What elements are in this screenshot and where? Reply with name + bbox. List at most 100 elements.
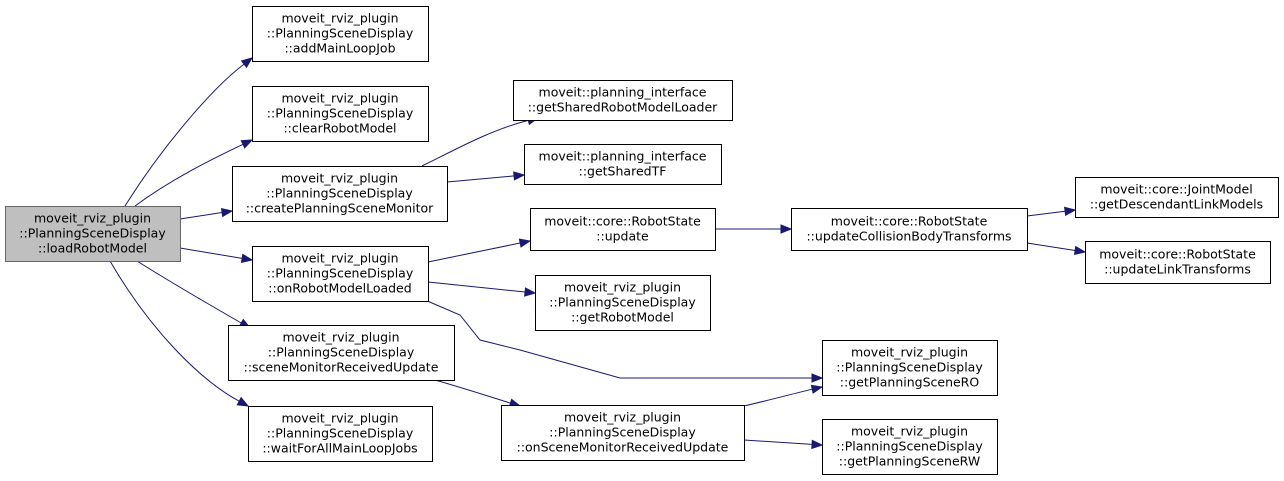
node-box — [530, 208, 716, 251]
node-box — [1075, 177, 1279, 218]
node-label-line: ::PlanningSceneDisplay — [267, 426, 414, 441]
edge-line — [109, 260, 240, 402]
node-getSharedRobotModelLoader[interactable]: moveit::planning_interface::getSharedRob… — [513, 80, 733, 121]
arrowhead — [240, 253, 254, 263]
node-label-line: ::PlanningSceneDisplay — [549, 425, 696, 440]
node-label-line: ::getRobotModel — [571, 310, 674, 325]
edge-createPlanningSceneMonitor-to-getSharedTF — [446, 171, 526, 183]
node-label-line: moveit::core::RobotState — [544, 214, 701, 229]
node-label-line: moveit_rviz_plugin — [851, 345, 968, 360]
node-box — [535, 275, 711, 331]
arrowhead — [220, 207, 234, 218]
node-createPlanningSceneMonitor[interactable]: moveit_rviz_plugin::PlanningSceneDisplay… — [232, 166, 448, 222]
node-onRobotModelLoaded[interactable]: moveit_rviz_plugin::PlanningSceneDisplay… — [252, 246, 429, 302]
arrowhead — [518, 238, 532, 248]
node-label-line: moveit_rviz_plugin — [281, 11, 398, 26]
node-addMainLoopJob[interactable]: moveit_rviz_plugin::PlanningSceneDisplay… — [252, 6, 429, 62]
node-label-line: moveit_rviz_plugin — [281, 91, 398, 106]
edge-line — [124, 63, 245, 207]
node-label-line: moveit_rviz_plugin — [281, 171, 398, 186]
node-getRobotModel[interactable]: moveit_rviz_plugin::PlanningSceneDisplay… — [535, 275, 711, 331]
edge-line — [434, 379, 511, 404]
node-label-line: moveit::planning_interface — [539, 149, 707, 164]
call-nodes: moveit_rviz_plugin::PlanningSceneDisplay… — [5, 6, 1279, 475]
edge-line — [424, 299, 812, 379]
edge-loadRobotModel-to-clearRobotModel — [134, 139, 254, 207]
node-updateCollisionBodyTransforms[interactable]: moveit::core::RobotState::updateCollisio… — [791, 208, 1028, 251]
node-label-line: moveit_rviz_plugin — [851, 424, 968, 439]
arrowhead — [524, 287, 537, 297]
arrowhead — [810, 384, 824, 394]
node-getSharedTF[interactable]: moveit::planning_interface::getSharedTF — [524, 144, 722, 185]
arrowhead — [780, 224, 793, 234]
node-label-line: ::getSharedTF — [579, 164, 667, 179]
node-box — [501, 405, 745, 461]
node-updateLinkTransforms[interactable]: moveit::core::RobotState::updateLinkTran… — [1085, 241, 1271, 284]
edge-line — [134, 143, 244, 207]
node-label-line: ::PlanningSceneDisplay — [268, 345, 415, 360]
edge-loadRobotModel-to-createPlanningSceneMonitor — [179, 207, 234, 220]
edge-line — [427, 281, 526, 293]
node-loadRobotModel[interactable]: moveit_rviz_plugin::PlanningSceneDisplay… — [5, 206, 181, 262]
arrowhead — [240, 57, 254, 69]
arrowhead — [1064, 206, 1077, 216]
node-label-line: ::PlanningSceneDisplay — [267, 26, 414, 41]
edge-onRobotModelLoaded-to-robotStateUpdate — [427, 238, 532, 263]
edge-onSceneMonitorReceivedUpdate-to-getPlanningSceneRW — [743, 439, 824, 450]
node-box — [524, 144, 722, 185]
node-label-line: ::getSharedRobotModelLoader — [528, 100, 718, 115]
node-box — [248, 406, 433, 462]
edge-sceneMonitorReceivedUpdate-to-onSceneMonitorReceivedUpdate — [434, 379, 522, 408]
edge-line — [421, 119, 529, 167]
arrowhead — [513, 171, 526, 181]
node-waitForAllMainLoopJobs[interactable]: moveit_rviz_plugin::PlanningSceneDisplay… — [248, 406, 433, 462]
node-label-line: ::PlanningSceneDisplay — [836, 439, 983, 454]
node-box — [232, 166, 448, 222]
edge-updateCollisionBodyTransforms-to-getDescendantLinkModels — [1026, 206, 1077, 217]
node-box — [822, 340, 998, 396]
node-label-line: ::PlanningSceneDisplay — [267, 106, 414, 121]
node-label-line: ::PlanningSceneDisplay — [19, 226, 166, 241]
node-robotStateUpdate[interactable]: moveit::core::RobotState::update — [530, 208, 716, 251]
node-getPlanningSceneRO[interactable]: moveit_rviz_plugin::PlanningSceneDisplay… — [822, 340, 998, 396]
node-getPlanningSceneRW[interactable]: moveit_rviz_plugin::PlanningSceneDisplay… — [822, 419, 998, 475]
edge-line — [136, 260, 242, 324]
node-label-line: moveit_rviz_plugin — [34, 211, 151, 226]
node-clearRobotModel[interactable]: moveit_rviz_plugin::PlanningSceneDisplay… — [252, 86, 429, 142]
node-label-line: ::createPlanningSceneMonitor — [246, 201, 434, 216]
node-label-line: ::getPlanningSceneRW — [839, 454, 980, 469]
edge-onRobotModelLoaded-to-getPlanningSceneRO — [424, 299, 824, 383]
node-box — [822, 419, 998, 475]
node-sceneMonitorReceivedUpdate[interactable]: moveit_rviz_plugin::PlanningSceneDisplay… — [228, 325, 455, 381]
node-box — [1085, 241, 1271, 284]
edge-robotStateUpdate-to-updateCollisionBodyTransforms — [715, 224, 793, 234]
edge-loadRobotModel-to-sceneMonitorReceivedUpdate — [136, 260, 252, 329]
node-label-line: ::waitForAllMainLoopJobs — [262, 441, 417, 456]
node-label-line: moveit_rviz_plugin — [564, 410, 681, 425]
node-onSceneMonitorReceivedUpdate[interactable]: moveit_rviz_plugin::PlanningSceneDisplay… — [501, 405, 745, 461]
edge-loadRobotModel-to-addMainLoopJob — [124, 57, 254, 207]
node-label-line: ::sceneMonitorReceivedUpdate — [244, 360, 439, 375]
edge-line — [743, 388, 813, 407]
call-edges — [109, 57, 1087, 450]
edge-line — [427, 242, 521, 263]
node-label-line: moveit_rviz_plugin — [564, 280, 681, 295]
node-box — [252, 246, 429, 302]
node-label-line: moveit::core::JointModel — [1100, 182, 1252, 197]
node-label-line: ::loadRobotModel — [38, 241, 147, 256]
node-label-line: ::getDescendantLinkModels — [1090, 197, 1263, 212]
edge-createPlanningSceneMonitor-to-getSharedRobotModelLoader — [421, 115, 540, 167]
edge-onSceneMonitorReceivedUpdate-to-getPlanningSceneRO — [743, 384, 824, 407]
edge-line — [1026, 210, 1066, 217]
node-box — [252, 86, 429, 142]
node-label-line: moveit::planning_interface — [539, 85, 707, 100]
node-label-line: ::updateLinkTransforms — [1104, 262, 1251, 277]
node-label-line: moveit_rviz_plugin — [281, 251, 398, 266]
node-box — [513, 80, 733, 121]
node-label-line: moveit_rviz_plugin — [282, 330, 399, 345]
node-label-line: ::PlanningSceneDisplay — [267, 266, 414, 281]
node-getDescendantLinkModels[interactable]: moveit::core::JointModel::getDescendantL… — [1075, 177, 1279, 218]
edge-line — [743, 439, 813, 445]
edge-line — [1026, 242, 1076, 251]
edge-updateCollisionBodyTransforms-to-updateLinkTransforms — [1026, 242, 1087, 256]
